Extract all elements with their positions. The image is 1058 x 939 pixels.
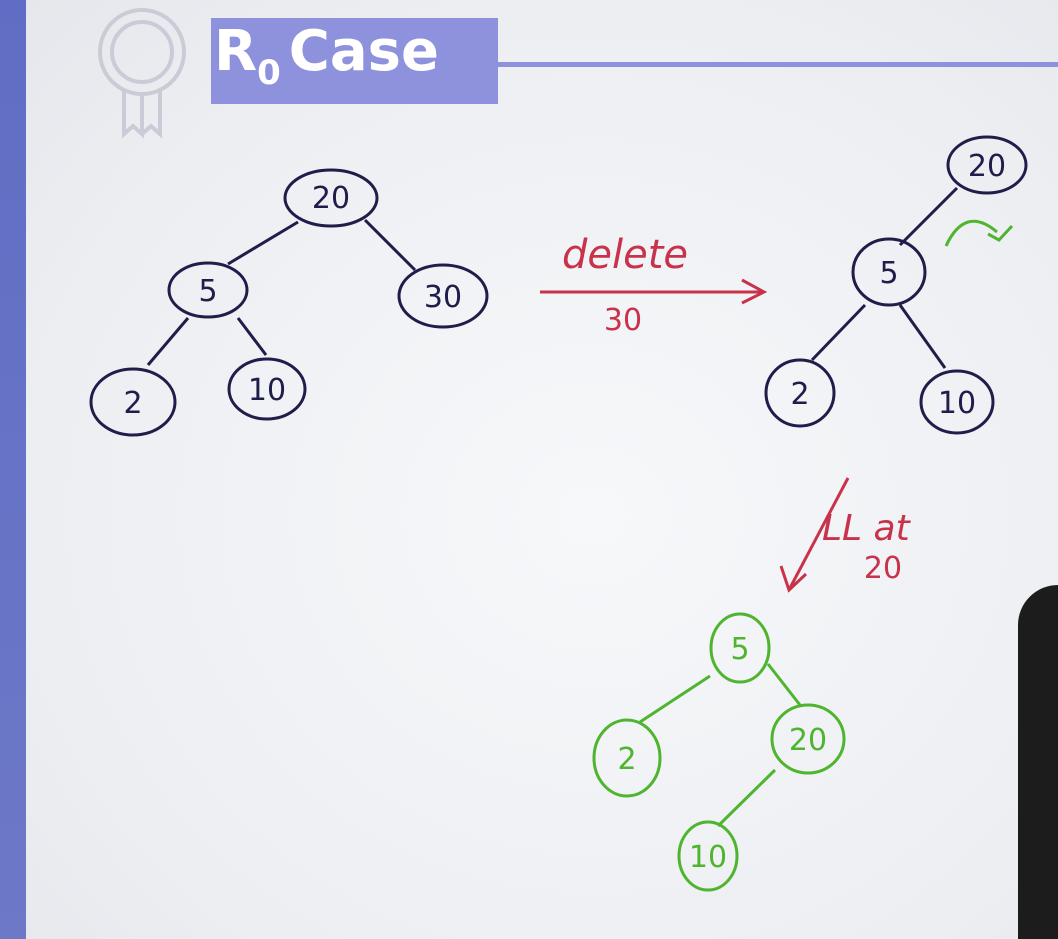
tree-after-rotation — [592, 612, 846, 892]
whiteboard — [26, 0, 1058, 939]
node-20 — [770, 703, 846, 775]
node-10-label: 10 — [248, 373, 286, 408]
node-20-label: 20 — [968, 149, 1006, 184]
node-20-label: 20 — [312, 181, 350, 216]
edge-20-10 — [716, 768, 777, 828]
rotation-label-line2: 20 — [864, 551, 902, 586]
node-10 — [227, 357, 307, 421]
edge-20-5 — [898, 186, 959, 247]
edge-5-2 — [146, 317, 190, 366]
node-5-label: 5 — [198, 274, 217, 309]
delete-label: delete — [562, 232, 688, 278]
title-main: R — [214, 19, 258, 84]
node-2 — [592, 718, 662, 798]
edge-5-2 — [810, 303, 867, 362]
presenter-silhouette — [1018, 585, 1058, 939]
rotation-annotation: LL at 20 — [779, 477, 912, 593]
title-subscript: 0 — [257, 53, 281, 93]
edge-5-20 — [766, 663, 802, 706]
node-2-label: 2 — [123, 386, 142, 421]
node-5 — [709, 612, 771, 684]
rotation-hint-arrow — [944, 219, 1014, 247]
node-10-label: 10 — [938, 386, 976, 421]
node-5 — [851, 237, 927, 307]
delete-value: 30 — [604, 303, 642, 338]
award-ribbon-icon — [98, 8, 186, 139]
edge-5-10 — [898, 304, 947, 369]
node-5-label: 5 — [730, 632, 749, 667]
node-5 — [167, 261, 249, 319]
rotation-label-line1: LL at — [822, 508, 912, 549]
node-30 — [397, 263, 489, 329]
title-rest: Case — [288, 19, 439, 84]
node-2-label: 2 — [790, 377, 809, 412]
node-10-label: 10 — [689, 840, 727, 875]
node-10 — [677, 820, 739, 892]
delete-annotation: delete 30 — [540, 232, 768, 338]
node-20 — [946, 135, 1028, 195]
node-20-label: 20 — [789, 723, 827, 758]
delete-arrow-head — [741, 278, 768, 305]
node-30-label: 30 — [424, 280, 462, 315]
left-edge-strip — [0, 0, 26, 939]
edge-5-2 — [639, 674, 711, 724]
title-underline — [498, 62, 1058, 67]
tree-before — [89, 168, 489, 437]
node-2-label: 2 — [617, 742, 636, 777]
edge-20-30 — [363, 218, 417, 272]
node-5-label: 5 — [879, 256, 898, 291]
node-20 — [283, 168, 379, 228]
edge-20-5 — [227, 220, 299, 266]
node-10 — [919, 369, 995, 435]
title-banner — [211, 18, 498, 104]
tree-after-delete — [764, 135, 1028, 435]
rotation-arrow-head — [779, 565, 808, 593]
rotation-arrow-shaft — [788, 477, 850, 589]
edge-5-10 — [236, 317, 268, 356]
node-2 — [764, 358, 836, 428]
node-2 — [89, 367, 177, 437]
